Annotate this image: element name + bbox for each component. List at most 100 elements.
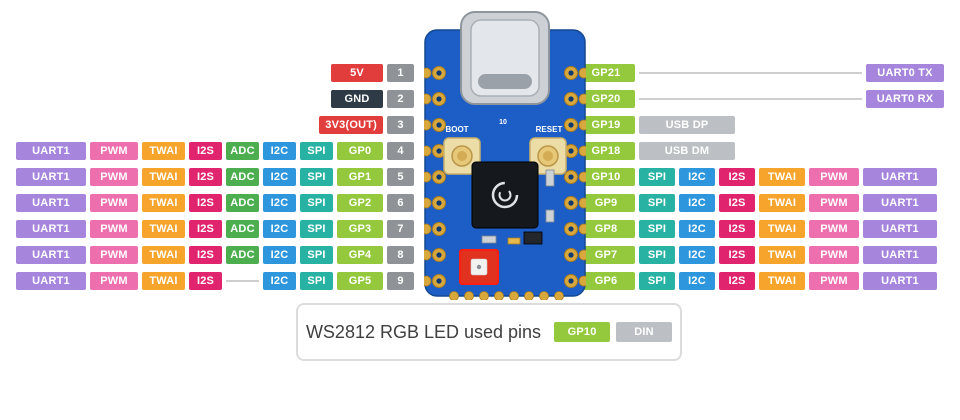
- badge-pwm: PWM: [90, 194, 138, 212]
- pin-row-right-12: 12GP8SPII2CI2STWAIPWMUART1: [546, 220, 944, 238]
- badge-pwm: PWM: [90, 142, 138, 160]
- badge-i2c: I2C: [679, 168, 715, 186]
- badge-twai: TWAI: [759, 220, 805, 238]
- badge-gp10: GP10: [577, 168, 635, 186]
- badge-uart1: UART1: [16, 142, 86, 160]
- badge-3v3-out-: 3V3(OUT): [319, 116, 383, 134]
- io-silkscreen-label: 10: [499, 119, 507, 126]
- boot-silkscreen-label: BOOT: [445, 125, 468, 134]
- badge-twai: TWAI: [759, 272, 805, 290]
- pin-number-6: 6: [387, 194, 414, 212]
- badge-i2s: I2S: [189, 142, 222, 160]
- mcu-board: BOOT 10 RESET: [424, 10, 586, 300]
- badge-pwm: PWM: [809, 168, 859, 186]
- pin-number-8: 8: [387, 246, 414, 264]
- pin-row-right-14: 14GP10SPII2CI2STWAIPWMUART1: [546, 168, 944, 186]
- badge-i2s: I2S: [719, 168, 755, 186]
- pin-number-3: 3: [387, 116, 414, 134]
- badge-uart1: UART1: [863, 220, 937, 238]
- badge-gp20: GP20: [577, 90, 635, 108]
- badge-pwm: PWM: [809, 194, 859, 212]
- badge-gp5: GP5: [337, 272, 383, 290]
- pin-number-9: 9: [387, 272, 414, 290]
- badge-uart1: UART1: [863, 272, 937, 290]
- boot-button: [443, 137, 481, 175]
- pin-number-4: 4: [387, 142, 414, 160]
- badge-twai: TWAI: [142, 194, 185, 212]
- badge-uart0-tx: UART0 TX: [866, 64, 944, 82]
- badge-din: DIN: [616, 322, 673, 342]
- note-text: WS2812 RGB LED used pins: [305, 321, 542, 342]
- badge-i2s: I2S: [719, 220, 755, 238]
- badge-uart1: UART1: [16, 272, 86, 290]
- badge-i2c: I2C: [263, 142, 296, 160]
- badge-i2s: I2S: [719, 272, 755, 290]
- badge-i2s: I2S: [189, 168, 222, 186]
- badge-i2s: I2S: [189, 194, 222, 212]
- badge-i2c: I2C: [263, 220, 296, 238]
- badge-twai: TWAI: [142, 220, 185, 238]
- badge-twai: TWAI: [759, 168, 805, 186]
- pin-row-right-15: 15GP18USB DM: [546, 142, 944, 160]
- badge-uart1: UART1: [16, 220, 86, 238]
- castellated-pads: [424, 67, 586, 300]
- passive-components: [481, 169, 555, 245]
- badge-uart1: UART1: [16, 246, 86, 264]
- badge-twai: TWAI: [142, 168, 185, 186]
- reset-button: [529, 137, 567, 175]
- badge-i2s: I2S: [719, 246, 755, 264]
- badge-spi: SPI: [639, 220, 675, 238]
- badge-i2s: I2S: [719, 194, 755, 212]
- pin-row-right-13: 13GP9SPII2CI2STWAIPWMUART1: [546, 194, 944, 212]
- badge-spi: SPI: [300, 272, 333, 290]
- pin-row-right-11: 11GP7SPII2CI2STWAIPWMUART1: [546, 246, 944, 264]
- badge-spi: SPI: [639, 272, 675, 290]
- badge-pwm: PWM: [809, 220, 859, 238]
- badge-adc: ADC: [226, 246, 259, 264]
- badge-gp10: GP10: [554, 322, 611, 342]
- badge-uart1: UART1: [16, 194, 86, 212]
- badge-gp21: GP21: [577, 64, 635, 82]
- badge-i2s: I2S: [189, 220, 222, 238]
- badge-pwm: PWM: [90, 220, 138, 238]
- pin-number-2: 2: [387, 90, 414, 108]
- badge-adc: ADC: [226, 142, 259, 160]
- badge-gp0: GP0: [337, 142, 383, 160]
- badge-twai: TWAI: [142, 246, 185, 264]
- through-hole-pads: [432, 66, 578, 288]
- badge-spi: SPI: [300, 142, 333, 160]
- badge-pwm: PWM: [90, 168, 138, 186]
- pin-number-5: 5: [387, 168, 414, 186]
- badge-gp6: GP6: [577, 272, 635, 290]
- usb-c-connector: [460, 11, 550, 105]
- badge-spi: SPI: [639, 168, 675, 186]
- badge-i2c: I2C: [679, 272, 715, 290]
- badge-spi: SPI: [300, 168, 333, 186]
- badge-gp19: GP19: [577, 116, 635, 134]
- badge-pwm: PWM: [90, 246, 138, 264]
- badge-usb-dp: USB DP: [639, 116, 735, 134]
- connector-line: [226, 280, 259, 282]
- pin-row-right-18: 18GP21UART0 TX: [546, 64, 944, 82]
- pin-number-1: 1: [387, 64, 414, 82]
- badge-uart1: UART1: [16, 168, 86, 186]
- ws2812-rgb-led: [459, 249, 499, 285]
- badge-i2s: I2S: [189, 272, 222, 290]
- badge-twai: TWAI: [759, 194, 805, 212]
- badge-i2c: I2C: [679, 194, 715, 212]
- badge-twai: TWAI: [142, 142, 185, 160]
- badge-adc: ADC: [226, 168, 259, 186]
- badge-gp3: GP3: [337, 220, 383, 238]
- connector-line: [639, 72, 862, 74]
- right-pin-labels: 18GP21UART0 TX17GP20UART0 RX16GP19USB DP…: [546, 64, 944, 290]
- reset-silkscreen-label: RESET: [536, 125, 563, 134]
- badge-i2c: I2C: [263, 246, 296, 264]
- badge-gnd: GND: [331, 90, 383, 108]
- badge-gp18: GP18: [577, 142, 635, 160]
